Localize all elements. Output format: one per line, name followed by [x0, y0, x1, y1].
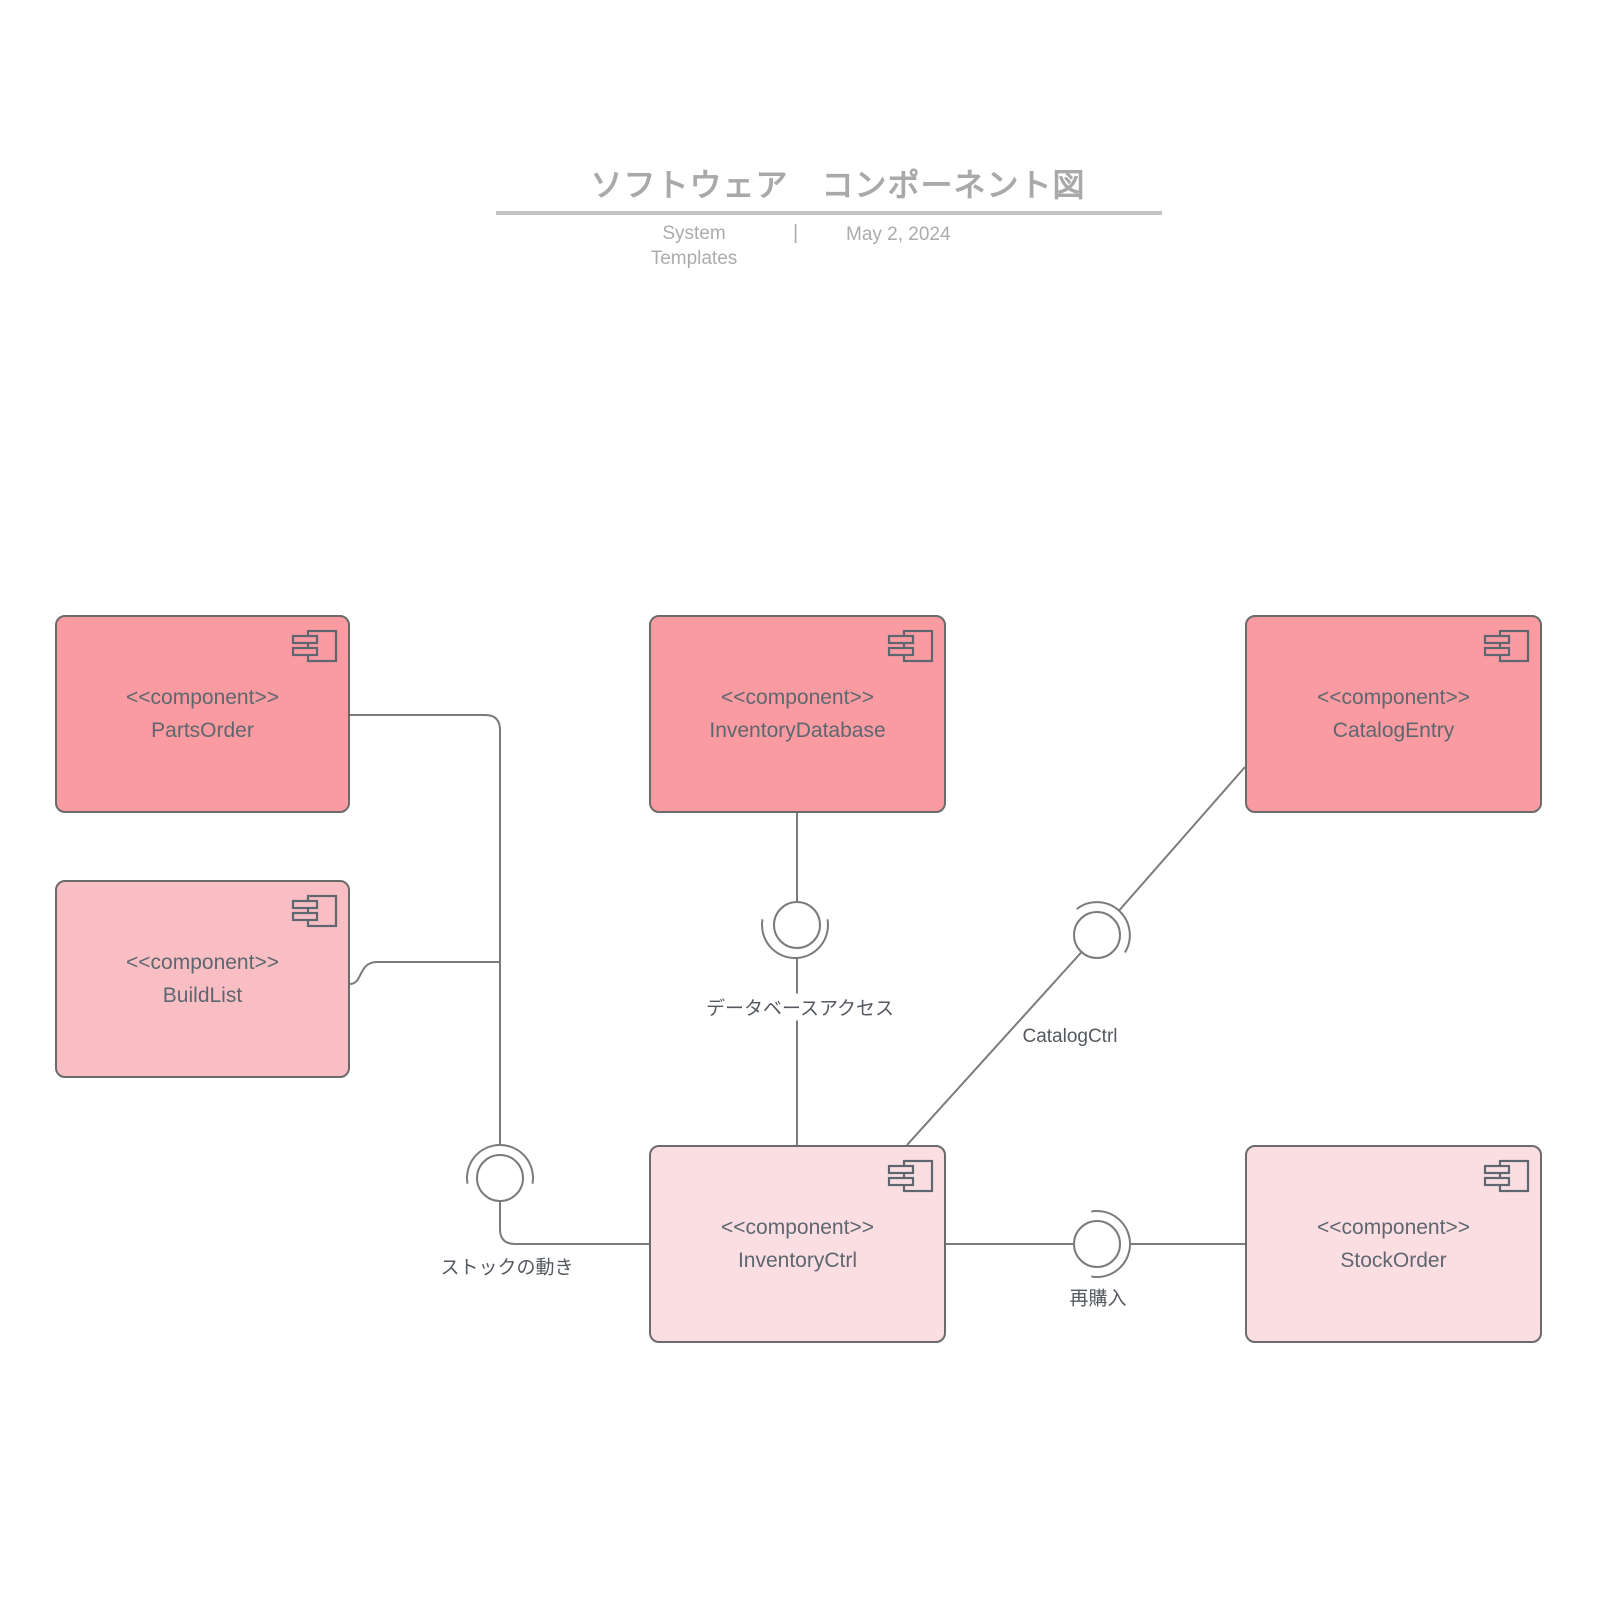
interface-ball-db-access-icon — [773, 901, 821, 949]
component-name: StockOrder — [1340, 1249, 1447, 1272]
component-icon — [291, 894, 338, 928]
interface-ball-catalog-ctrl-icon — [1073, 911, 1121, 959]
component-catalogentry[interactable]: <<component>> CatalogEntry — [1245, 615, 1542, 813]
component-stereotype: <<component>> — [721, 1216, 874, 1239]
interface-label-catalog-ctrl: CatalogCtrl — [1018, 1026, 1122, 1048]
header-divider: | — [793, 222, 799, 244]
page-title: ソフトウェア コンポーネント図 — [590, 167, 1086, 203]
interface-ball-stock-movement-icon — [476, 1154, 524, 1202]
component-name: PartsOrder — [151, 719, 254, 742]
component-inventorydatabase[interactable]: <<component>> InventoryDatabase — [649, 615, 946, 813]
component-name: InventoryCtrl — [737, 1249, 858, 1272]
connector-buildlist-stockmovement — [349, 961, 500, 985]
connector-stockmovement-inventoryctrl — [499, 1201, 649, 1245]
date-text: May 2, 2024 — [846, 224, 951, 245]
component-partsorder[interactable]: <<component>> PartsOrder — [55, 615, 350, 813]
connector-inventoryctrl-catalogctrl — [906, 951, 1083, 1146]
component-name: BuildList — [162, 984, 243, 1007]
interface-socket-catalog-ctrl-icon — [1076, 901, 1131, 954]
component-inventoryctrl[interactable]: <<component>> InventoryCtrl — [649, 1145, 946, 1343]
component-name: InventoryDatabase — [709, 719, 886, 742]
component-stockorder[interactable]: <<component>> StockOrder — [1245, 1145, 1542, 1343]
interface-label-db-access: データベースアクセス — [701, 993, 899, 1021]
component-stereotype: <<component>> — [126, 951, 279, 974]
component-icon — [887, 1159, 934, 1193]
component-stereotype: <<component>> — [1317, 686, 1470, 709]
interface-ball-repurchase-icon — [1073, 1220, 1121, 1268]
component-stereotype: <<component>> — [126, 686, 279, 709]
component-name: CatalogEntry — [1332, 719, 1455, 742]
connector-partsorder-stockmovement — [350, 714, 501, 1145]
interface-label-stock-movement: ストックの動き — [436, 1252, 578, 1280]
interface-socket-repurchase-icon — [1091, 1210, 1131, 1278]
connector-catalogctrl-catalogentry — [1118, 766, 1246, 912]
interface-socket-db-access-icon — [761, 919, 829, 959]
component-icon — [1483, 629, 1530, 663]
interface-socket-stock-movement-icon — [466, 1144, 534, 1184]
component-buildlist[interactable]: <<component>> BuildList — [55, 880, 350, 1078]
component-stereotype: <<component>> — [1317, 1216, 1470, 1239]
attribution-text: System Templates — [650, 223, 738, 269]
component-icon — [887, 629, 934, 663]
component-icon — [1483, 1159, 1530, 1193]
interface-label-repurchase: 再購入 — [1065, 1283, 1131, 1311]
component-icon — [291, 629, 338, 663]
component-stereotype: <<component>> — [721, 686, 874, 709]
title-underline — [496, 211, 1162, 215]
